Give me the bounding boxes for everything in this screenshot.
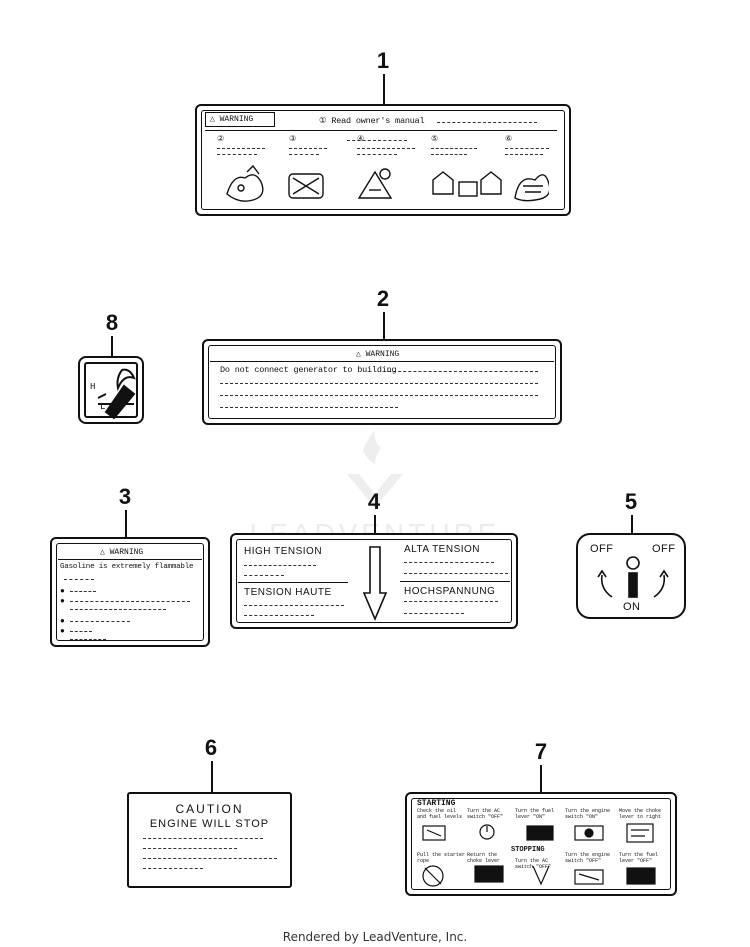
decal-8-h-label: H [90, 382, 96, 392]
decal-1-warning-label: WARNING [219, 115, 254, 124]
leader-8 [111, 336, 113, 358]
decal-5-off-right: OFF [652, 543, 676, 555]
decal-4-tension-haute: TENSION HAUTE [244, 587, 332, 598]
decal-5-off-left: OFF [590, 543, 614, 555]
decal-3-bullets: ● ● ● ● [60, 575, 200, 641]
decal-7-steps: Check the oil and fuel levels Turn the A… [415, 808, 671, 892]
decal-7-instructions-panel: STARTING STOPPING Check the oil and fuel… [405, 792, 677, 896]
decal-4-hochspannung: HOCHSPANNUNG [404, 586, 496, 597]
callout-4: 4 [367, 489, 381, 514]
decal-5-on: ON [623, 601, 641, 613]
leader-7 [540, 765, 542, 793]
rotate-switch-icon [597, 556, 669, 598]
decal-2-text: Do not connect generator to building [220, 365, 397, 375]
decal-8-l-label: L [100, 402, 106, 412]
decal-1-warning-box: △ WARNING [205, 112, 275, 127]
decal-3-text: Gasoline is extremely flammable [60, 563, 194, 571]
decal-7-stopping: STOPPING [511, 846, 545, 854]
decal-1-warning-panel: △ WARNING ① Read owner's manual ② ③ ④ ⑤ … [195, 104, 571, 216]
callout-3: 3 [118, 484, 132, 509]
callout-6: 6 [204, 735, 218, 760]
decal-2-warning-panel: △ WARNING Do not connect generator to bu… [202, 339, 562, 425]
down-arrow-icon [362, 546, 388, 621]
watermark-logo-icon [347, 430, 403, 508]
leader-2 [383, 312, 385, 340]
decal-1-read-manual: ① Read owner's manual [319, 116, 425, 126]
decal-6-caution: CAUTION [175, 802, 244, 816]
callout-1: 1 [376, 48, 390, 73]
decal-3-warning-panel: △ WARNING Gasoline is extremely flammabl… [50, 537, 210, 647]
decal-7-starting: STARTING [417, 799, 456, 808]
leader-1 [383, 74, 385, 104]
decal-4-high-tension: HIGH TENSION [244, 546, 323, 557]
leader-4 [374, 515, 376, 535]
choke-lever-icon [97, 368, 136, 420]
decal-7-step-pictograms-icon [422, 823, 656, 887]
callout-7: 7 [534, 739, 548, 764]
footer-rendered-by: Rendered by LeadVenture, Inc. [282, 930, 468, 944]
decal-4-high-tension-panel: HIGH TENSION ALTA TENSION TENSION HAUTE … [230, 533, 518, 629]
decal-1-pictograms: ② ③ ④ ⑤ ⑥ [209, 134, 549, 204]
leader-3 [125, 510, 127, 538]
decal-1-hazard-pictograms-icon [226, 164, 549, 202]
callout-5: 5 [624, 489, 638, 514]
callout-8: 8 [105, 310, 119, 335]
decal-2-warning-label: △ WARNING [356, 350, 400, 359]
decal-4-alta-tension: ALTA TENSION [404, 544, 481, 555]
decal-8-choke-panel: H L [78, 356, 144, 424]
decal-6-engine-will-stop: ENGINE WILL STOP [149, 818, 270, 830]
leader-6 [211, 761, 213, 793]
decal-3-warning-label: △ WARNING [100, 548, 144, 557]
decal-5-switch-panel: OFF OFF ON [576, 533, 686, 619]
decal-6-caution-panel: CAUTION ENGINE WILL STOP [127, 792, 292, 888]
leader-5 [631, 515, 633, 535]
callout-2: 2 [376, 286, 390, 311]
